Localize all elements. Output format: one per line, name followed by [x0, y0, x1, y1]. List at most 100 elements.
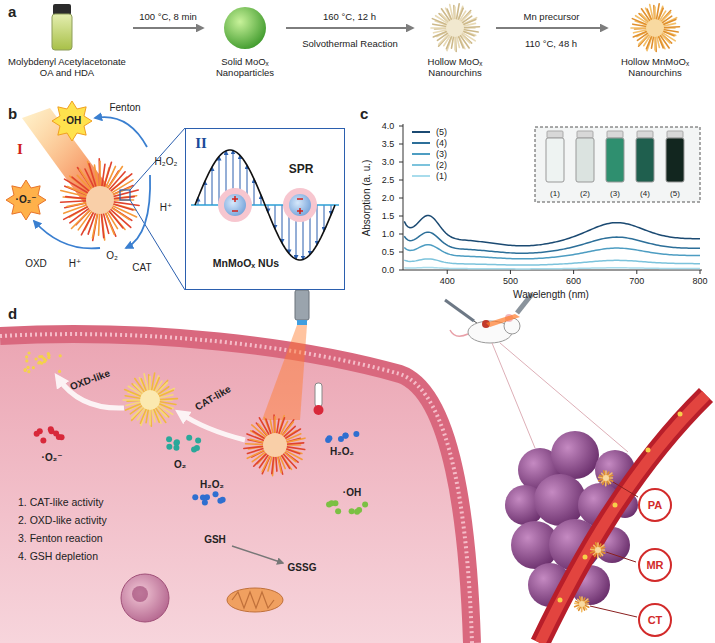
tumor-cell	[551, 431, 599, 479]
legend-line	[412, 153, 430, 155]
tumor-nanourchin	[575, 597, 589, 612]
zoom-box	[120, 190, 130, 200]
urchin-core	[86, 186, 114, 214]
species-label: GSH	[204, 534, 226, 546]
species-label: ·OH	[343, 487, 361, 499]
axis-title: Absorption (a. u.)	[361, 160, 373, 237]
inset-photo	[535, 127, 700, 202]
species-label: H⁺	[69, 258, 82, 270]
zoom-line	[492, 343, 535, 448]
hollow-nanourchin	[431, 4, 479, 52]
vial-cap	[577, 131, 593, 138]
tick-mark	[510, 270, 511, 274]
reaction-arrow	[34, 221, 100, 248]
released-fragment	[59, 354, 62, 357]
tick-mark	[399, 126, 403, 127]
panel-letter: b	[8, 105, 17, 122]
released-fragment	[38, 361, 41, 364]
sample-vial	[606, 138, 624, 182]
released-fragment	[24, 369, 27, 372]
circulating-particle	[646, 448, 651, 453]
process-arrow	[133, 27, 203, 29]
tick-label: 3.5	[382, 139, 395, 149]
mouse-tail	[450, 330, 468, 336]
tick-label: 3.0	[382, 157, 395, 167]
peroxide-dot	[343, 433, 349, 439]
process-label: OXD-like	[68, 367, 111, 392]
field-arrow	[324, 205, 325, 231]
nucleus	[121, 574, 169, 622]
released-fragment	[47, 356, 50, 359]
superoxide-dot	[48, 426, 54, 432]
degrading-nanourchin	[123, 373, 177, 426]
tick-label: 500	[503, 276, 518, 286]
tick-label: 1.0	[382, 229, 395, 239]
process-arrow	[286, 27, 413, 29]
sample-label: (4)	[640, 189, 650, 198]
spectrum-curve	[404, 267, 700, 268]
synthesis-stage: Hollow MoOₓ Nanourchins	[416, 2, 494, 81]
laser-beam	[486, 314, 520, 327]
released-fragment	[27, 370, 30, 373]
nanourchin	[244, 415, 305, 476]
hydroxyl-dot	[349, 508, 355, 514]
legend-line	[412, 164, 430, 166]
peroxide-dot	[202, 500, 208, 506]
zoom-panel: IISPRMnMoOₓ NUs	[185, 128, 345, 290]
urchin-core	[603, 475, 609, 481]
section-numeral: I	[17, 141, 23, 158]
peroxide-dot	[353, 431, 359, 437]
leader-line	[590, 606, 637, 617]
mitochondrion-cristae	[232, 592, 274, 608]
sample-label: (2)	[580, 189, 590, 198]
released-fragment	[38, 355, 41, 358]
species-label: ·OH	[63, 115, 81, 127]
condition-label: 100 °C, 8 min	[139, 12, 197, 23]
field-arrow	[275, 205, 276, 229]
released-fragment	[37, 361, 40, 364]
peroxide-dot	[217, 498, 223, 504]
particle	[289, 194, 311, 216]
sample-vial	[666, 138, 684, 182]
list-item: 4. GSH depletion	[18, 550, 98, 562]
field-arrow	[219, 157, 220, 205]
peroxide-dot	[343, 433, 349, 439]
released-fragment	[43, 360, 46, 363]
panel-letter: a	[8, 3, 16, 20]
effect-label: SPR	[289, 162, 314, 176]
node-text: MR	[646, 559, 663, 571]
field-arrow	[317, 205, 318, 245]
reaction-label: OXD	[25, 258, 47, 270]
urchin-core	[263, 433, 287, 457]
legend-label: (5)	[436, 127, 447, 137]
blood-vessel-lumen	[540, 395, 706, 643]
tick-mark	[399, 252, 403, 253]
tick-mark	[399, 180, 403, 181]
syringe	[445, 300, 474, 321]
hydroxyl-dot	[354, 509, 360, 515]
oxygen-dot	[186, 435, 192, 441]
reaction-label: CAT	[132, 262, 151, 274]
radical-burst	[6, 180, 46, 220]
urchin-core	[595, 547, 601, 553]
legend-label: (1)	[436, 171, 447, 181]
panel-letter: d	[8, 305, 17, 322]
released-fragment	[32, 366, 35, 369]
legend-line	[412, 175, 430, 177]
tick-label: 800	[692, 276, 707, 286]
oxygen-dot	[166, 444, 172, 450]
tick-label: 4.0	[382, 121, 395, 131]
tick-mark	[399, 198, 403, 199]
circulating-particle	[613, 503, 618, 508]
superoxide-dot	[34, 431, 40, 437]
charge-symbol	[234, 196, 236, 202]
particle-halo	[218, 188, 252, 222]
axis-title: Wavelength (nm)	[513, 289, 589, 301]
light-wave	[195, 150, 335, 260]
reaction-label: Fenton	[109, 102, 140, 114]
panel-letter: c	[360, 105, 368, 122]
synthesis-stage: Solid MoOₓ Nanoparticles	[206, 2, 284, 81]
vial-body	[52, 14, 72, 50]
vial-cap	[53, 4, 71, 15]
released-fragment	[42, 357, 45, 360]
